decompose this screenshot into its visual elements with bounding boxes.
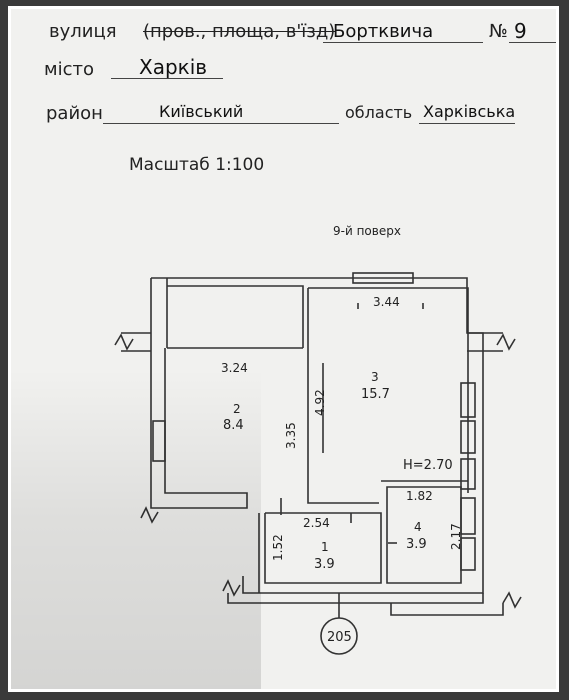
- city-value: Харків: [139, 55, 208, 79]
- room1-height: 1.52: [271, 534, 285, 561]
- room4-number: 4: [414, 520, 422, 534]
- scale-label: Масштаб 1:100: [129, 155, 265, 175]
- room4-height: 2.17: [449, 523, 463, 550]
- city-label: місто: [44, 59, 94, 80]
- street-label: вулиця: [49, 21, 117, 42]
- floor-plan: 9-й поверх 3.44 3.24 3 15.7 4.92 2 8.4 3…: [114, 224, 522, 655]
- region-underline: [419, 123, 515, 124]
- number-underline: [509, 42, 556, 43]
- room3-height: 4.92: [313, 389, 327, 416]
- ceiling-height: H=2.70: [403, 458, 453, 473]
- room2-area: 8.4: [223, 418, 244, 433]
- district-label: район: [46, 103, 103, 124]
- number-label: №: [489, 21, 508, 42]
- room1-width: 2.54: [303, 516, 330, 530]
- room4-width: 1.82: [406, 489, 433, 503]
- district-value: Київський: [159, 102, 244, 121]
- room3-number: 3: [371, 370, 379, 384]
- outer-wall: [151, 277, 484, 594]
- number-value: 9: [514, 19, 527, 43]
- room4-area: 3.9: [406, 537, 427, 552]
- room1-area: 3.9: [314, 557, 335, 572]
- room3-width: 3.44: [373, 295, 400, 309]
- stamp-number: 205: [327, 630, 352, 645]
- street-underline: [323, 42, 483, 43]
- room2-height: 3.35: [284, 422, 298, 449]
- room2-width: 3.24: [221, 361, 248, 375]
- district-underline: [103, 123, 339, 124]
- document-sheet: вулиця (пров., площа, в'їзд) Бортквича №…: [8, 6, 559, 692]
- room2-number: 2: [233, 402, 241, 416]
- region-value: Харківська: [423, 102, 516, 121]
- room1-number: 1: [321, 540, 329, 554]
- region-label: область: [345, 103, 413, 122]
- street-value: Бортквича: [333, 21, 434, 42]
- room3-area: 15.7: [361, 387, 390, 402]
- floor-label: 9-й поверх: [333, 224, 401, 238]
- city-underline: [111, 78, 223, 79]
- street-type-options: (пров., площа, в'їзд): [143, 21, 336, 42]
